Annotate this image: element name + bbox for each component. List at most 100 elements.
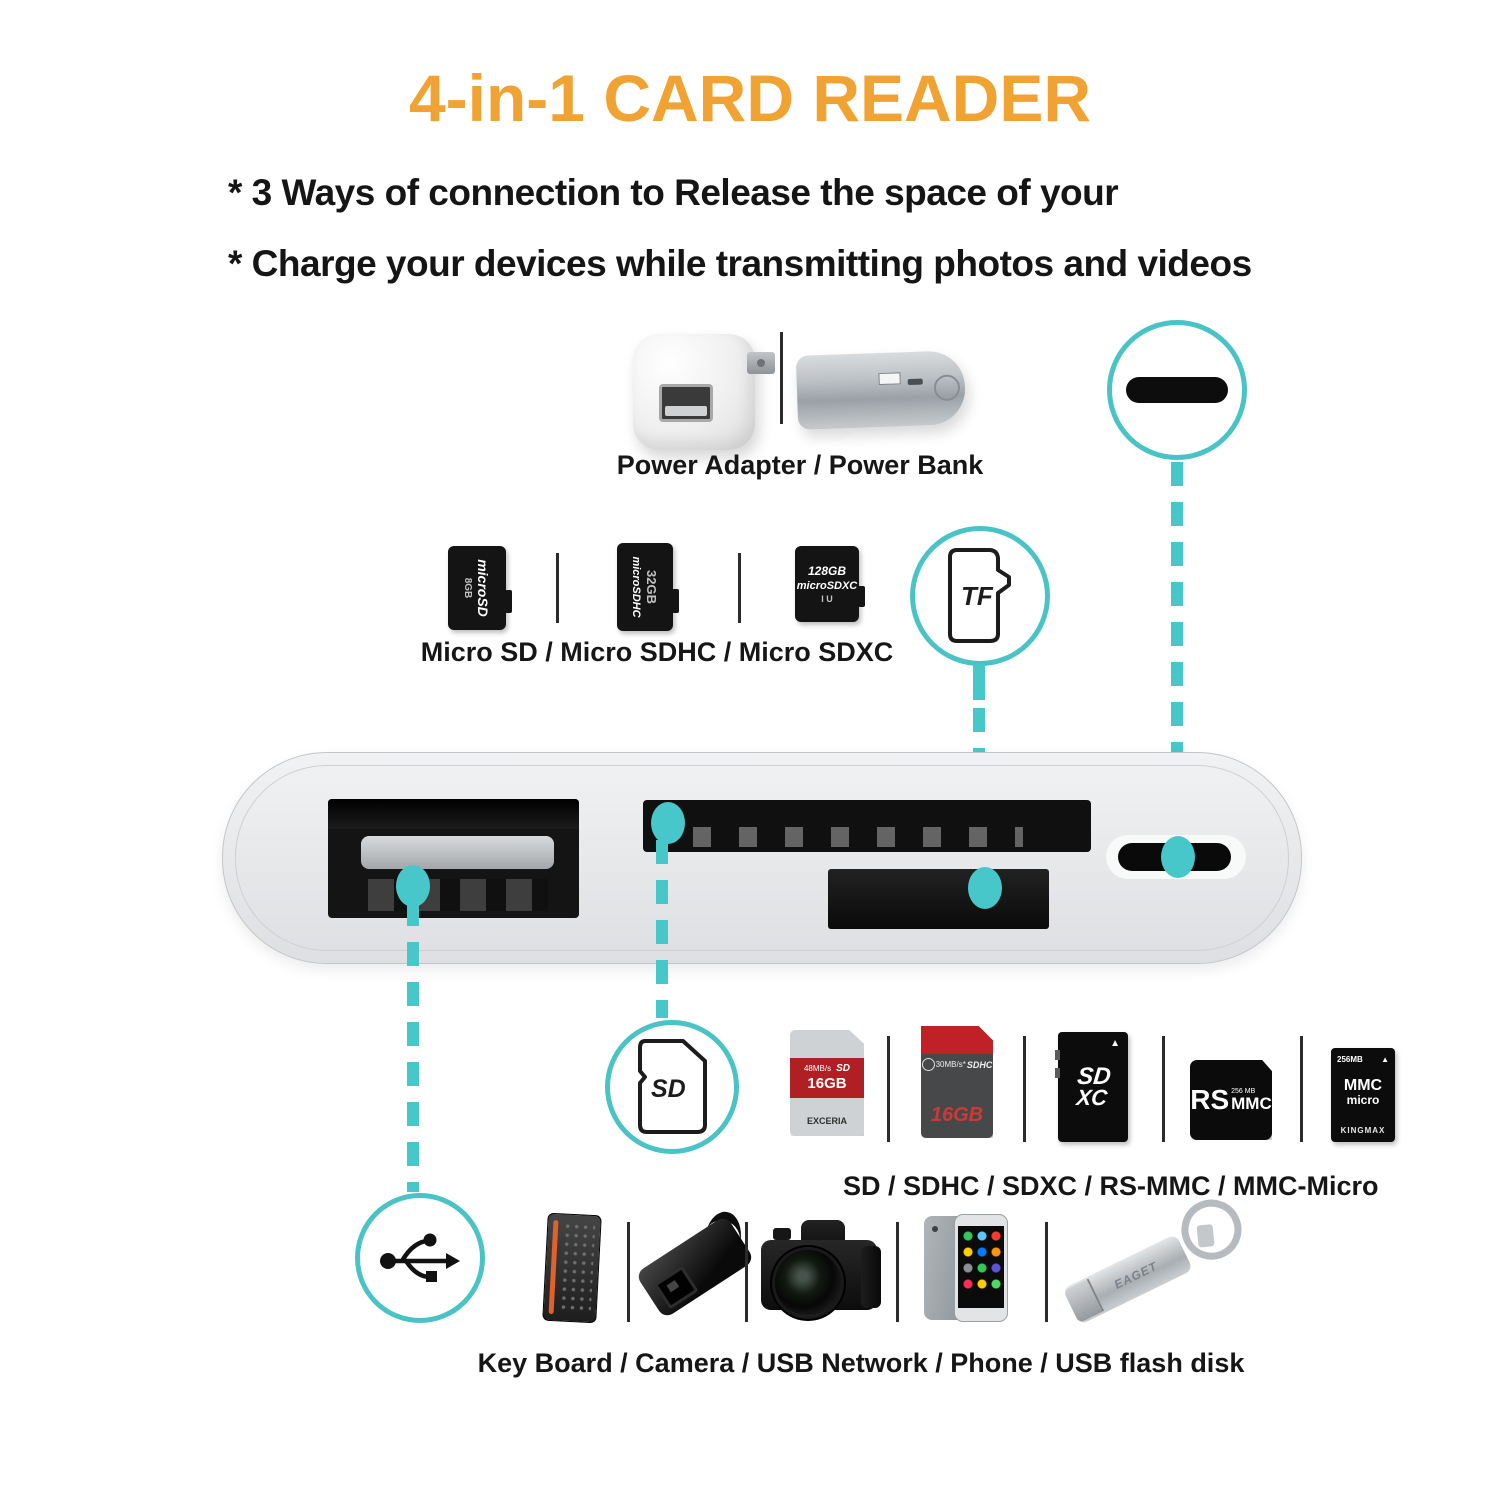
usb-port-top-wall [328, 799, 579, 829]
sd-row-divider-1 [887, 1036, 890, 1142]
rs-mmc-logo-right: MMC [1231, 1094, 1272, 1113]
micro-divider-2 [738, 553, 741, 623]
micro-divider-1 [556, 553, 559, 623]
usb-dashed-line [407, 902, 419, 1192]
tf-card-circle: TF [910, 526, 1050, 666]
micro-sd-capacity: 8GB [462, 577, 474, 599]
feature-line-1: * 3 Ways of connection to Release the sp… [228, 172, 1119, 213]
device-divider-2 [745, 1222, 748, 1322]
micro-sdhc-card-image: 32GB microSDHC [617, 543, 679, 631]
usb-network-adapter-image [635, 1208, 755, 1320]
lightning-connector-icon [1126, 377, 1228, 403]
micro-sd-label: Micro SD / Micro SDHC / Micro SDXC [420, 637, 894, 667]
power-label: Power Adapter / Power Bank [616, 450, 984, 480]
mmc-micro-card-image: 256MB ▲ MMC micro KINGMAX [1331, 1048, 1395, 1142]
device-divider-1 [627, 1222, 630, 1322]
rs-mmc-logo-left: RS [1190, 1084, 1230, 1115]
keyboard-stripe [548, 1219, 559, 1315]
sdxc-card-image: ▲ SD XC [1055, 1032, 1128, 1142]
device-inner-outline [235, 765, 1289, 951]
usb-port-dot [396, 865, 430, 907]
micro-sdxc-speed-class: I U [821, 594, 833, 604]
sdhc-speed: 30MB/s* [935, 1060, 966, 1070]
usb-flash-disk-image: EAGET [1056, 1189, 1252, 1326]
sd-logo: SD [836, 1063, 851, 1075]
power-adapter-plug-prong [747, 352, 775, 374]
micro-sd-card-slot [828, 869, 1049, 929]
sd-brand: EXCERIA [806, 1116, 847, 1127]
feature-line-2: * Charge your devices while transmitting… [228, 243, 1252, 284]
sd-card-exceria-image: 48MB/s SD 16GB EXCERIA [790, 1030, 864, 1136]
sd-row-divider-3 [1162, 1036, 1165, 1142]
camera-image [761, 1214, 881, 1324]
tf-line-stub [973, 664, 985, 700]
usb-port-pins [368, 879, 548, 911]
usb-trident-icon [380, 1233, 460, 1282]
lightning-connector-circle [1107, 320, 1247, 460]
micro-sdhc-capacity: 32GB [644, 570, 660, 604]
devices-row-label: Key Board / Camera / USB Network / Phone… [477, 1348, 1245, 1378]
sd-card-slot [643, 800, 1091, 852]
sdxc-logo-bottom: XC [1075, 1084, 1109, 1110]
tf-label: TF [961, 581, 994, 611]
sd-row-divider-2 [1023, 1036, 1026, 1142]
sd-row-label: SD / SDHC / SDXC / RS-MMC / MMC-Micro [843, 1171, 1379, 1201]
micro-sdxc-card-image: 128GB microSDXC I U [795, 546, 865, 622]
power-bank-usb-port [878, 372, 901, 386]
keyboard-image [542, 1212, 602, 1324]
sdhc-logo: SDHC [966, 1059, 993, 1070]
sdhc-red-band [921, 1026, 993, 1054]
phone-screen [958, 1226, 1004, 1308]
sd-slot-dot [651, 802, 685, 844]
sd-slot-pins [693, 827, 1023, 847]
device-divider-3 [896, 1222, 899, 1322]
tf-card-icon: TF [948, 548, 1011, 643]
power-adapter-usb-port [659, 384, 713, 422]
camera-dial [773, 1228, 791, 1240]
micro-slot-dot [968, 867, 1002, 909]
device-divider-4 [1045, 1222, 1048, 1322]
power-bank-micro-usb-port [907, 378, 923, 386]
sdxc-corner-mark: ▲ [1110, 1038, 1120, 1049]
sdhc-capacity: 16GB [930, 1103, 984, 1126]
page-title: 4-in-1 CARD READER [408, 61, 1092, 135]
sdxc-pin [1055, 1050, 1060, 1060]
sd-dashed-line [656, 840, 668, 1018]
lightning-port-dot [1161, 836, 1195, 878]
mmc-brand: KINGMAX [1340, 1126, 1386, 1135]
power-bank-image [795, 350, 967, 430]
power-bank-button [933, 374, 961, 402]
card-reader-device [222, 752, 1302, 964]
flash-link [1196, 1224, 1215, 1248]
rs-mmc-card-image: RS 256 MB MMC [1190, 1060, 1272, 1140]
lightning-dashed-line [1171, 462, 1183, 840]
micro-sdxc-capacity: 128GB [807, 564, 847, 578]
flash-brand: EAGET [1111, 1258, 1160, 1292]
phone-image [924, 1214, 1008, 1322]
mmc-logo-top: MMC [1343, 1077, 1383, 1094]
camera-lens [775, 1250, 841, 1316]
sdhc-class-icon [921, 1058, 935, 1072]
camera-grip [861, 1246, 881, 1308]
micro-sd-logo: microSD [475, 559, 492, 617]
usb-port-tongue [361, 836, 554, 869]
mmc-capacity: 256MB [1337, 1055, 1363, 1064]
micro-sd-card-image: microSD 8GB [448, 546, 512, 630]
ethernet-port [653, 1265, 699, 1310]
phone-front [954, 1214, 1008, 1322]
sd-card-circle: SD [605, 1020, 739, 1154]
micro-sdxc-logo: microSDXC [796, 580, 858, 592]
usb-symbol-circle [355, 1193, 485, 1323]
keyboard-keys [558, 1221, 596, 1316]
usb-a-port [328, 799, 579, 918]
power-adapter-image [633, 334, 775, 450]
sdhc-card-image: 30MB/s* SDHC 16GB [921, 1026, 993, 1138]
sd-speed: 48MB/s [803, 1064, 832, 1074]
sd-label: SD [651, 1075, 686, 1103]
sd-capacity: 16GB [807, 1075, 847, 1093]
mmc-corner-mark: ▲ [1381, 1055, 1389, 1064]
rs-mmc-capacity: 256 MB [1231, 1088, 1256, 1095]
sd-row-divider-4 [1300, 1036, 1303, 1142]
sd-card-icon: SD [638, 1039, 707, 1134]
